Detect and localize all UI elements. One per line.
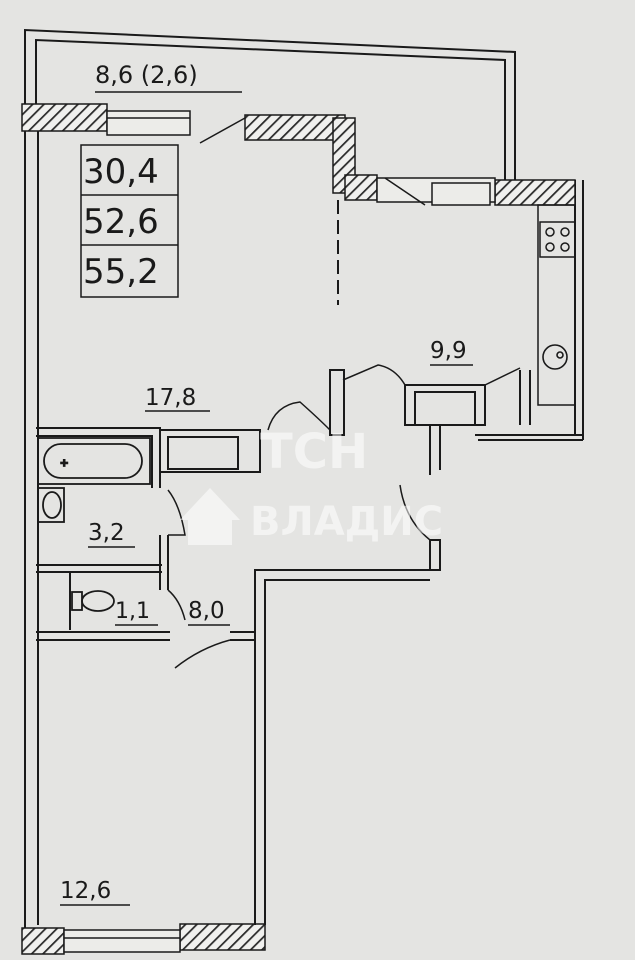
sink-icon [37,487,65,523]
kitchen-area-label: 9,9 [430,338,467,364]
balcony [24,28,516,180]
living-area-value: 30,4 [83,152,159,192]
hall-area-label: 8,0 [188,598,225,624]
areas-box: 30,4 52,6 55,2 [80,144,179,298]
structural-walls [21,103,576,955]
stove-icon [539,221,576,258]
svg-text:+: + [60,458,68,469]
house-logo-icon [180,488,240,545]
watermark-brand-bottom: ВЛАДИС [250,499,443,545]
balcony-doors [199,117,426,206]
door-swings [167,364,521,669]
room-labels: 8,6 (2,6) 17,8 9,9 3,2 1,1 8,0 12,6 [60,61,473,906]
bedroom-area-label: 12,6 [60,878,111,904]
bathtub: + [37,437,151,485]
kitchen-counter [537,204,576,406]
toilet-icon [71,590,115,612]
bathroom-area-label: 3,2 [88,520,125,546]
toilet-area-label: 1,1 [115,599,150,624]
total-area-value: 52,6 [83,202,159,242]
total-with-balcony-value: 55,2 [83,252,159,292]
interior-walls [36,200,531,925]
balcony-area-label: 8,6 (2,6) [95,61,198,89]
windows [63,110,496,953]
kitchen-sink-icon [542,344,568,370]
watermark-brand-top: ТСН [260,424,368,480]
living-room-area-label: 17,8 [145,385,196,411]
watermark: ТСН ВЛАДИС [180,424,443,545]
